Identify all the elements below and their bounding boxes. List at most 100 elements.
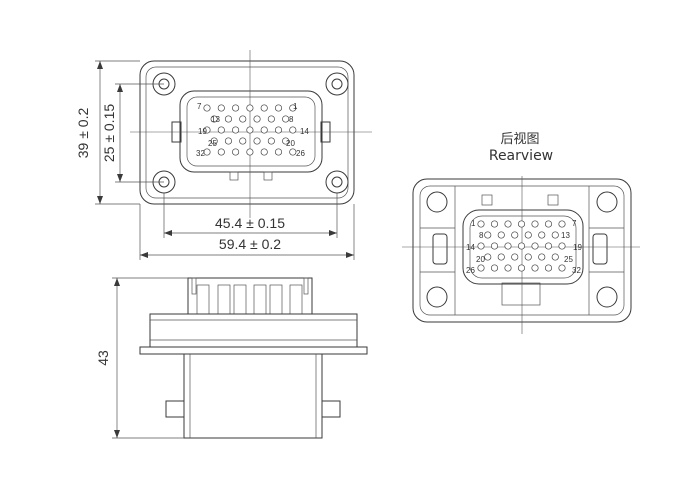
pin-cavity [274,148,283,156]
rear-pin-label: 25 [564,255,573,264]
pin-cavity [289,126,297,134]
front-pin-label: 25 [208,139,217,148]
rear-pin-label: 8 [479,231,484,240]
pin-cavity [224,115,233,123]
pin-cavity [232,148,240,156]
rear-pin-label: 32 [572,266,581,275]
pin-cavity [484,253,492,261]
dim-height-outer: 39 ± 0.2 [75,60,140,205]
pin-cavity [511,253,519,261]
side-view: 43 [95,277,368,439]
pin-cavity [203,104,211,112]
rear-view-title-en: Rearview [489,148,553,164]
front-pin-label: 19 [198,127,207,136]
pin-cavity [538,253,546,261]
pin-cavity [517,242,526,250]
dim-height-outer-label: 39 ± 0.2 [75,108,91,159]
pin-cavity [217,148,225,156]
pin-cavity [490,264,499,272]
rear-pin-label: 20 [476,255,485,264]
side-flange [149,313,358,348]
rear-pin-label: 7 [572,219,577,228]
pin-cavity [260,126,268,134]
pin-cavity [232,126,240,134]
front-pin-label: 20 [286,139,295,148]
rear-pin-label: 19 [573,243,582,252]
pin-cavity [531,242,539,250]
pin-cavity [511,231,519,239]
rear-view-title-cn: 后视图 [500,132,539,147]
pin-cavity [203,126,211,134]
pin-cavity [531,264,539,272]
pin-cavity [217,104,225,112]
pin-cavity [210,115,218,123]
pin-cavity [253,137,261,145]
front-flange [139,60,355,205]
pin-cavity [289,148,297,156]
front-mounting-holes [152,72,349,194]
front-pin-label: 26 [296,149,305,158]
pin-cavity [274,126,283,134]
pin-cavity [531,220,539,228]
dim-side-height-label: 43 [95,350,111,366]
rear-mounting-holes [426,191,618,308]
pin-cavity [267,115,275,123]
rear-view: 后视图 Rearview 1 [402,132,640,334]
pin-cavity [260,148,268,156]
pin-cavity [246,148,254,156]
front-pin-label: 8 [289,115,294,124]
pin-cavity [217,126,225,134]
dim-height-inner-label: 25 ± 0.15 [101,104,117,162]
pin-cavity [497,253,505,261]
front-pin-label: 7 [197,102,202,111]
pin-cavity [524,253,532,261]
pin-cavity [517,264,526,272]
pin-cavity [517,220,526,228]
dim-side-height: 43 [95,277,188,439]
front-pin-label: 32 [196,149,205,158]
rear-pin-field [477,220,566,272]
front-pin-label: 13 [211,115,220,124]
pin-cavity [504,220,512,228]
pin-cavity [224,137,233,145]
pin-cavity [282,115,290,123]
pin-cavity [232,104,240,112]
side-body [183,353,323,439]
pin-cavity [497,231,505,239]
pin-cavity [544,220,553,228]
rear-pin-labels: 1 7 8 13 14 19 20 25 26 32 [466,219,582,275]
front-pin-field [203,104,297,156]
pin-cavity [260,104,268,112]
pin-cavity [490,242,499,250]
pin-cavity [544,264,553,272]
pin-cavity [477,220,485,228]
pin-cavity [477,242,485,250]
dim-width-outer-label: 59.4 ± 0.2 [219,236,281,252]
dim-height-inner: 25 ± 0.15 [101,83,164,183]
pin-cavity [524,231,532,239]
front-pin-label: 14 [300,127,309,136]
pin-cavity [504,242,512,250]
pin-cavity [477,264,485,272]
pin-cavity [289,104,297,112]
pin-cavity [504,264,512,272]
pin-cavity [246,126,254,134]
front-pin-labels: 7 1 13 8 19 14 32 26 25 20 [196,102,309,158]
rear-pin-label: 26 [466,266,475,275]
pin-cavity [538,231,546,239]
pin-cavity [551,231,559,239]
front-view: 7 1 13 8 19 14 32 26 25 20 39 ± 0.2 [75,50,372,260]
pin-cavity [267,137,275,145]
front-pin-label: 1 [293,102,298,111]
pin-cavity [282,137,290,145]
rear-pin-label: 14 [466,243,475,252]
pin-cavity [551,253,559,261]
pin-cavity [239,137,247,145]
pin-cavity [558,242,566,250]
pin-cavity [484,231,492,239]
dim-width-outer: 59.4 ± 0.2 [139,204,355,260]
dim-width-inner: 45.4 ± 0.15 [163,193,338,238]
front-housing [179,90,323,173]
rear-pin-label: 13 [561,231,570,240]
